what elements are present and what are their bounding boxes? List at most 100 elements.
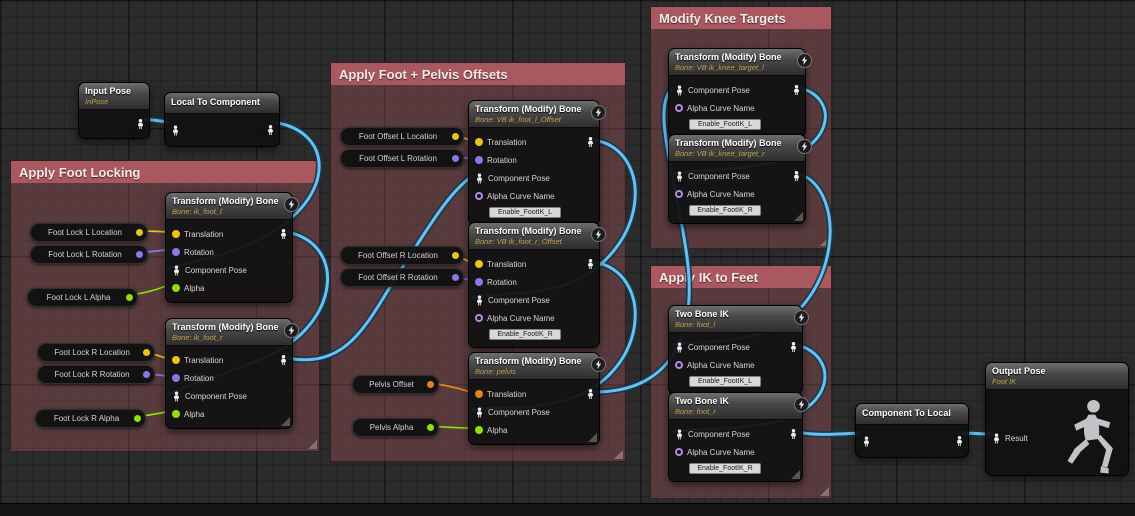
- transform-modify-bone-foot-r-node[interactable]: Transform (Modify) Bone Bone: ik_foot_r …: [165, 318, 299, 429]
- alpha-curve-name-pin[interactable]: [675, 104, 683, 112]
- two-bone-ik-foot-l-node[interactable]: Two Bone IK Bone: foot_l Component Pose …: [668, 305, 809, 395]
- alpha-curve-name-pin[interactable]: [475, 314, 483, 322]
- translation-pin[interactable]: [475, 390, 483, 398]
- component-pose-pin[interactable]: [675, 84, 684, 96]
- alpha-curve-name-input[interactable]: Enable_FootIK_L: [689, 376, 761, 387]
- pill-foot-lock-l-alpha[interactable]: Foot Lock L Alpha: [27, 288, 138, 307]
- pose-output-pin[interactable]: [279, 354, 288, 366]
- comment-header[interactable]: Apply IK to Feet: [651, 266, 831, 288]
- component-pose-pin[interactable]: [675, 341, 684, 353]
- pose-output-pin[interactable]: [792, 84, 801, 96]
- alpha-curve-name-input[interactable]: Enable_FootIK_L: [489, 207, 561, 218]
- pose-output-pin[interactable]: [586, 388, 595, 400]
- pose-output-pin[interactable]: [586, 258, 595, 270]
- pill-foot-offset-l-location[interactable]: Foot Offset L Location: [340, 127, 464, 146]
- pose-output-pin[interactable]: [266, 124, 275, 136]
- alpha-curve-name-pin[interactable]: [475, 192, 483, 200]
- pose-output-pin[interactable]: [586, 136, 595, 148]
- component-pose-pin[interactable]: [475, 294, 484, 306]
- output-pose-node[interactable]: Output Pose Foot IK Result: [985, 362, 1129, 476]
- rotation-pin[interactable]: [172, 374, 180, 382]
- alpha-pin[interactable]: [172, 410, 180, 418]
- local-to-component-node[interactable]: Local To Component: [164, 92, 280, 147]
- input-pose-node[interactable]: Input Pose InPose: [78, 82, 150, 139]
- translation-pin[interactable]: [475, 260, 483, 268]
- rotator-output-pin[interactable]: [452, 155, 459, 162]
- vector-output-pin[interactable]: [136, 229, 143, 236]
- pill-foot-lock-l-rotation[interactable]: Foot Lock L Rotation: [30, 245, 148, 264]
- component-to-local-node[interactable]: Component To Local: [855, 403, 969, 458]
- translation-pin[interactable]: [172, 230, 180, 238]
- translation-pin[interactable]: [172, 356, 180, 364]
- pill-pelvis-alpha[interactable]: Pelvis Alpha: [352, 418, 439, 437]
- float-output-pin[interactable]: [427, 424, 434, 431]
- component-pose-pin[interactable]: [475, 406, 484, 418]
- vector-output-pin[interactable]: [143, 349, 150, 356]
- resize-grip[interactable]: [308, 440, 317, 449]
- pill-foot-offset-r-location[interactable]: Foot Offset R Location: [340, 246, 464, 265]
- pose-output-pin[interactable]: [279, 228, 288, 240]
- alpha-curve-name-pin[interactable]: [675, 190, 683, 198]
- transform-modify-bone-foot-r-offset-node[interactable]: Transform (Modify) Bone Bone: VB ik_foot…: [468, 222, 606, 348]
- fast-path-icon: [591, 105, 606, 120]
- float-output-pin[interactable]: [126, 294, 133, 301]
- rotator-output-pin[interactable]: [452, 274, 459, 281]
- transform-modify-bone-pelvis-node[interactable]: Transform (Modify) Bone Bone: pelvis Tra…: [468, 352, 606, 445]
- resize-grip[interactable]: [614, 450, 623, 459]
- pill-foot-lock-r-rotation[interactable]: Foot Lock R Rotation: [37, 365, 155, 384]
- component-pose-pin[interactable]: [172, 264, 181, 276]
- pose-output-pin[interactable]: [136, 118, 145, 130]
- pill-foot-lock-l-location[interactable]: Foot Lock L Location: [30, 223, 148, 242]
- pose-output-pin[interactable]: [789, 341, 798, 353]
- rotator-output-pin[interactable]: [136, 251, 143, 258]
- pose-output-pin[interactable]: [789, 428, 798, 440]
- comment-header[interactable]: Apply Foot + Pelvis Offsets: [331, 63, 625, 85]
- transform-modify-bone-knee-l-node[interactable]: Transform (Modify) Bone Bone: VB ik_knee…: [668, 48, 812, 138]
- resize-grip[interactable]: [820, 487, 829, 496]
- two-bone-ik-foot-r-node[interactable]: Two Bone IK Bone: foot_r Component Pose …: [668, 392, 809, 482]
- resize-grip[interactable]: [791, 470, 800, 479]
- comment-header[interactable]: Apply Foot Locking: [11, 161, 319, 183]
- resize-grip[interactable]: [820, 237, 829, 246]
- component-pose-pin[interactable]: [172, 390, 181, 402]
- pose-input-pin[interactable]: [862, 435, 871, 447]
- pill-pelvis-offset[interactable]: Pelvis Offset: [352, 375, 439, 394]
- alpha-curve-name-input[interactable]: Enable_FootIK_R: [689, 463, 761, 474]
- component-pose-pin[interactable]: [675, 428, 684, 440]
- vector-output-pin[interactable]: [452, 133, 459, 140]
- rotation-pin[interactable]: [172, 248, 180, 256]
- alpha-pin[interactable]: [172, 284, 180, 292]
- translation-pin[interactable]: [475, 138, 483, 146]
- alpha-curve-name-input[interactable]: Enable_FootIK_R: [689, 205, 761, 216]
- component-pose-pin[interactable]: [675, 170, 684, 182]
- node-header: Transform (Modify) Bone Bone: ik_foot_l: [166, 193, 292, 220]
- transform-modify-bone-foot-l-offset-node[interactable]: Transform (Modify) Bone Bone: VB ik_foot…: [468, 100, 606, 226]
- pose-output-pin[interactable]: [792, 170, 801, 182]
- component-pose-pin[interactable]: [475, 172, 484, 184]
- transform-modify-bone-foot-l-node[interactable]: Transform (Modify) Bone Bone: ik_foot_l …: [165, 192, 299, 303]
- pill-foot-offset-l-rotation[interactable]: Foot Offset L Rotation: [340, 149, 464, 168]
- rotator-output-pin[interactable]: [143, 371, 150, 378]
- vector-output-pin[interactable]: [427, 381, 434, 388]
- alpha-curve-name-input[interactable]: Enable_FootIK_L: [689, 119, 761, 130]
- resize-grip[interactable]: [588, 433, 597, 442]
- pose-input-pin[interactable]: [171, 124, 180, 136]
- resize-grip[interactable]: [794, 212, 803, 221]
- alpha-pin[interactable]: [475, 426, 483, 434]
- resize-grip[interactable]: [281, 417, 290, 426]
- pill-foot-lock-r-alpha[interactable]: Foot Lock R Alpha: [35, 409, 146, 428]
- result-pose-input-pin[interactable]: [992, 432, 1001, 444]
- alpha-curve-name-pin[interactable]: [675, 448, 683, 456]
- pose-output-pin[interactable]: [955, 435, 964, 447]
- vector-output-pin[interactable]: [452, 252, 459, 259]
- alpha-curve-name-pin[interactable]: [675, 361, 683, 369]
- comment-header[interactable]: Modify Knee Targets: [651, 7, 831, 29]
- alpha-curve-name-input[interactable]: Enable_FootIK_R: [489, 329, 561, 340]
- transform-modify-bone-knee-r-node[interactable]: Transform (Modify) Bone Bone: VB ik_knee…: [668, 134, 812, 224]
- pill-foot-offset-r-rotation[interactable]: Foot Offset R Rotation: [340, 268, 464, 287]
- rotation-pin[interactable]: [475, 156, 483, 164]
- pill-foot-lock-r-location[interactable]: Foot Lock R Location: [37, 343, 155, 362]
- rotation-pin[interactable]: [475, 278, 483, 286]
- float-output-pin[interactable]: [134, 415, 141, 422]
